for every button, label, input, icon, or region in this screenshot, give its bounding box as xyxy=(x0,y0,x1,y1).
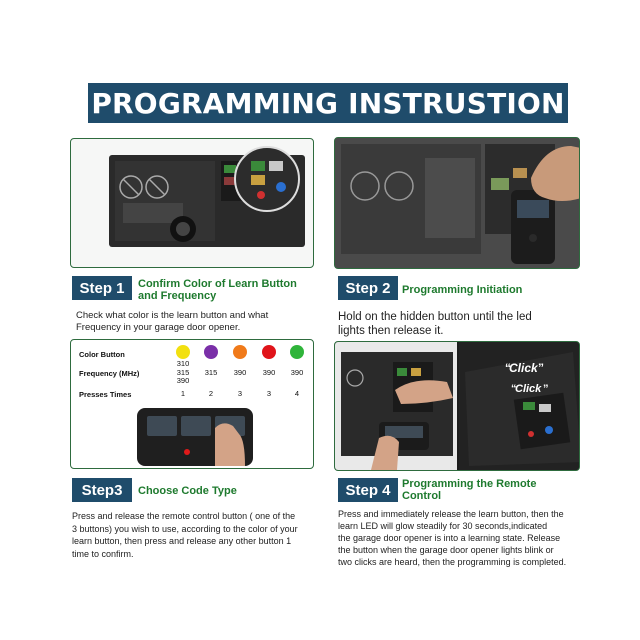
step4-desc-line: two clicks are heard, then the programmi… xyxy=(338,557,567,567)
color-dot-yellow xyxy=(176,345,190,359)
step3-title-line: Choose Code Type xyxy=(138,485,237,497)
step2-photo-panel xyxy=(334,137,580,269)
step3-title: Choose Code Type xyxy=(138,485,308,497)
step2-description: Hold on the hidden button until the led … xyxy=(338,310,578,338)
step1-badge-label: Step 1 xyxy=(79,279,125,297)
svg-text:”: ” xyxy=(538,361,544,375)
presses-cell: 1 xyxy=(180,389,186,398)
step3-desc-line: learn button, then press and release any… xyxy=(72,536,292,546)
step4-desc-line: learn LED will glow steadily for 30 seco… xyxy=(338,521,548,531)
frequency-table-panel: Color Button Frequency (MHz) Presses Tim… xyxy=(70,339,314,469)
step4-title: Programming the Remote Control xyxy=(402,478,572,502)
presses-cell: 3 xyxy=(237,389,243,398)
frequency-cell: 310 315 390 xyxy=(171,359,195,386)
step1-badge: Step 1 xyxy=(72,276,132,300)
step3-desc-line: 3 buttons) you wish to use, according to… xyxy=(72,523,298,534)
color-dot-orange xyxy=(233,345,247,359)
step4-badge-label: Step 4 xyxy=(345,481,391,499)
frequency-cell: 390 xyxy=(290,368,304,377)
step3-description: Press and release the remote control but… xyxy=(72,510,324,560)
color-dot-red xyxy=(262,345,276,359)
frequency-value: 390 xyxy=(176,376,190,385)
step3-desc-line: time to confirm. xyxy=(72,548,134,559)
hidden-button-illustration xyxy=(335,138,579,268)
step1-desc-line1: Check what color is the learn button and… xyxy=(76,310,269,321)
remote-illustration xyxy=(137,408,253,466)
step3-badge-label: Step3 xyxy=(81,481,123,499)
step1-desc-line2: Frequency in your garage door opener. xyxy=(76,322,241,333)
frequency-cell: 315 xyxy=(204,368,218,377)
step2-title-line: Programming Initiation xyxy=(402,284,523,296)
step1-description: Check what color is the learn button and… xyxy=(76,310,316,334)
opener-unit-illustration xyxy=(109,146,305,247)
row-label-frequency: Frequency (MHz) xyxy=(79,369,140,378)
step4-photo-panel: Click Click “ ” “ ” xyxy=(334,341,580,471)
step4-desc-line: the button when the garage door opener l… xyxy=(338,545,554,555)
step2-badge-label: Step 2 xyxy=(345,279,391,297)
step4-desc-line: the garage door opener is into a learnin… xyxy=(338,533,561,543)
click-label: Click xyxy=(509,361,539,375)
frequency-value: 310 xyxy=(176,359,190,368)
step2-desc-line1: Hold on the hidden button until the led xyxy=(338,311,532,323)
color-dot-purple xyxy=(204,345,218,359)
step4-description: Press and immediately release the learn … xyxy=(338,508,598,568)
step4-desc-line: Press and immediately release the learn … xyxy=(338,509,564,519)
learn-button-illustration: Click Click “ ” “ ” xyxy=(335,342,579,470)
page-title: PROGRAMMING INSTRUSTION xyxy=(91,86,565,120)
step2-desc-line2: lights then release it. xyxy=(338,325,444,337)
row-label-presses: Presses Times xyxy=(79,390,132,399)
step1-title: Confirm Color of Learn Button and Freque… xyxy=(138,278,318,302)
svg-text:“: “ xyxy=(511,383,517,395)
title-banner: PROGRAMMING INSTRUSTION xyxy=(88,83,568,123)
color-dot-green xyxy=(290,345,304,359)
presses-cell: 4 xyxy=(294,389,300,398)
step2-badge: Step 2 xyxy=(338,276,398,300)
frequency-value: 315 xyxy=(176,367,190,377)
step4-title-line1: Programming the Remote xyxy=(402,478,537,490)
row-label-color-button: Color Button xyxy=(79,350,125,359)
step1-title-line2: and Frequency xyxy=(138,290,217,302)
svg-text:“: “ xyxy=(505,361,511,375)
presses-cell: 3 xyxy=(266,389,272,398)
step1-title-line1: Confirm Color of Learn Button xyxy=(138,278,297,290)
step3-badge: Step3 xyxy=(72,478,132,502)
click-label: Click xyxy=(515,383,542,395)
frequency-cell: 390 xyxy=(262,368,276,377)
frequency-cell: 390 xyxy=(233,368,247,377)
step3-desc-line: Press and release the remote control but… xyxy=(72,511,296,521)
step1-photo-panel xyxy=(70,138,314,268)
presses-cell: 2 xyxy=(208,389,214,398)
svg-text:”: ” xyxy=(543,383,549,395)
step2-title: Programming Initiation xyxy=(402,284,572,296)
step4-badge: Step 4 xyxy=(338,478,398,502)
step4-title-line2: Control xyxy=(402,490,442,502)
